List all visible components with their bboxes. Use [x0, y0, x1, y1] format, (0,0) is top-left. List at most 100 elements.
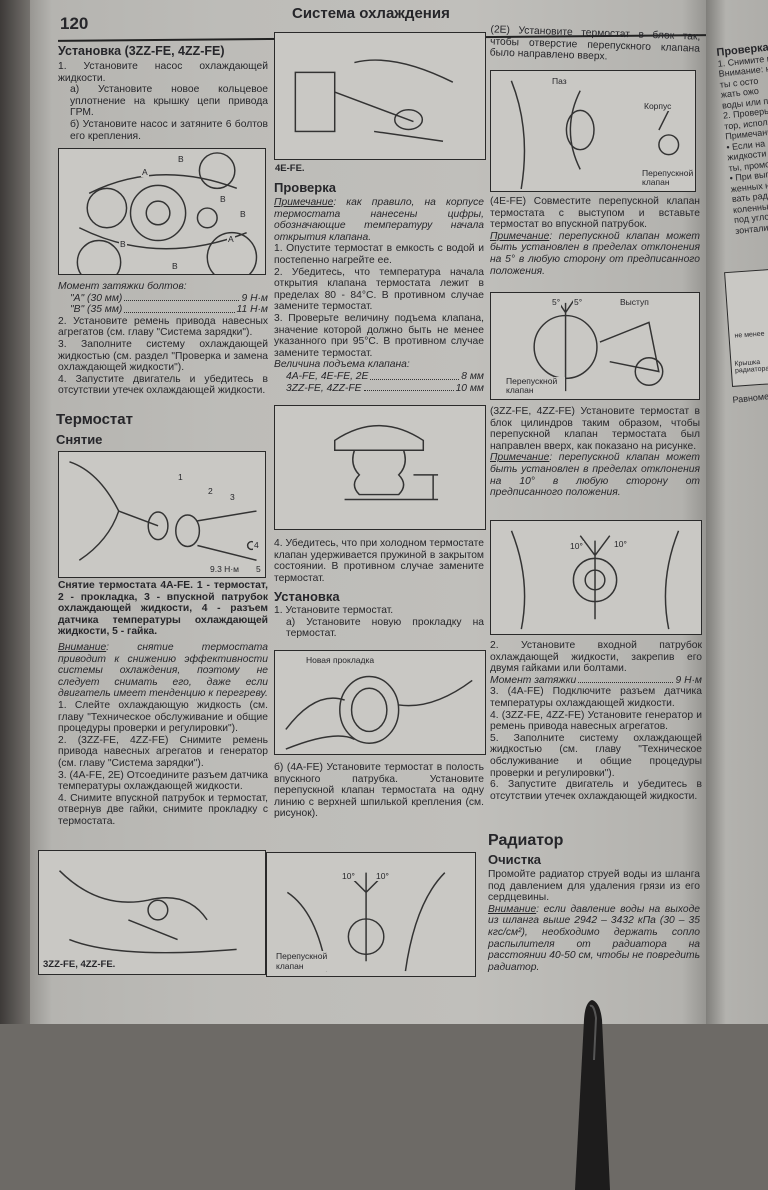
fig-label: 10° — [569, 541, 584, 551]
fig-label: A — [227, 234, 235, 244]
lift-label: 4A-FE, 4E-FE, 2E — [286, 370, 369, 382]
step: 3. Заполните систему охлаждающей жидкост… — [58, 338, 268, 374]
step4-text: 4. Убедитесь, что при холодном термостат… — [274, 538, 484, 584]
fig-label: 5° — [573, 297, 584, 307]
fig-label: A — [141, 167, 149, 177]
fig-label: 3ZZ-FE, 4ZZ-FE. — [42, 959, 117, 970]
bypass-valve-figure: 10° 10° Перепускной клапан — [266, 852, 476, 977]
figure-caption: Снятие термостата 4A-FE. 1 - термостат, … — [58, 580, 268, 638]
chapter-title: Система охлаждения — [292, 5, 450, 22]
warning-label: Внимание — [58, 641, 107, 653]
step: 4. (3ZZ-FE, 4ZZ-FE) Установите генератор… — [490, 709, 702, 733]
text-line: Равномерн — [732, 390, 768, 405]
2e-drawing — [510, 80, 680, 190]
lift-value: 8 мм — [461, 370, 484, 382]
thermostat-heading: Термостат — [56, 411, 133, 428]
fig-label: 9.3 Н·м — [209, 564, 240, 574]
fig-label: 4 — [253, 540, 260, 550]
fig-label: 10° — [375, 871, 390, 881]
install-steps: 1. Установите насос охлаждающей жидкости… — [58, 61, 268, 142]
torque-label: "B" (35 мм) — [70, 304, 123, 316]
step: а) Установите новую прокладку на термост… — [286, 616, 484, 640]
torque-row: "B" (35 мм) 11 Н·м — [58, 304, 268, 316]
check-heading: Проверка — [274, 180, 336, 195]
fig-label: 3 — [229, 492, 236, 502]
fig-label: B — [177, 154, 185, 164]
note-label: Примечание — [274, 197, 334, 208]
cleaning-text: Промойте радиатор струей воды из шланга … — [488, 869, 700, 973]
torque-label: Момент затяжки — [490, 674, 577, 686]
fig-label: Выступ — [619, 297, 650, 307]
warning-label: Внимание — [488, 903, 537, 915]
radiator-cap-figure: не менее Крышка радиатора — [724, 268, 768, 387]
step: 2. Установите ремень привода навесных аг… — [58, 315, 268, 339]
pump-bolts-figure: A B B B B A B — [58, 148, 266, 275]
inlet-pipe-drawing — [58, 870, 237, 954]
engine-drawing — [76, 152, 258, 274]
step: 2. Установите входной патрубок охлаждающ… — [490, 640, 702, 675]
lift-row: 4A-FE, 4E-FE, 2E 8 мм — [274, 371, 484, 383]
gasket-drawing — [285, 675, 473, 750]
step: (4E-FE) Совместите перепускной клапан те… — [490, 196, 700, 231]
step: 4. Запустите двигатель и убедитесь в отс… — [58, 373, 268, 397]
install-heading-2: Установка — [274, 589, 340, 604]
step: 3. (4A-FE, 2E) Отсоедините разъем датчик… — [58, 769, 268, 793]
2e-figure: Паз Корпус Перепускной клапан — [490, 70, 696, 192]
step-2e-text: (2E) Установите термостат в блок так, чт… — [489, 24, 701, 63]
valve-lift-figure — [274, 405, 486, 530]
4efe-figure: 5° 5° Выступ Перепускной клапан — [490, 292, 700, 400]
lift-label: 3ZZ-FE, 4ZZ-FE — [286, 382, 362, 394]
engine-figure-4efe — [274, 32, 486, 160]
fig-label: Корпус — [643, 101, 673, 111]
book-spine-edge — [0, 0, 30, 1024]
install-text: 1. Установите термостат. а) Установите н… — [274, 605, 484, 640]
removal-text: Снятие термостата 4A-FE. 1 - термостат, … — [58, 580, 268, 827]
cleaning-heading: Очистка — [488, 852, 541, 867]
fig-label: Перепускной клапан — [275, 951, 335, 971]
next-page-text: Проверка 1. Снимите кр Внимание: н ты с … — [716, 40, 768, 236]
fig-label: 2 — [207, 486, 214, 496]
lift-title: Величина подъема клапана: — [274, 359, 410, 371]
install-heading: Установка (3ZZ-FE, 4ZZ-FE) — [58, 44, 225, 58]
pen-pointer — [575, 1000, 610, 1190]
note-label: Примечание — [490, 452, 550, 464]
check-text: Примечание: как правило, на корпусе терм… — [274, 197, 484, 394]
cleaning-paragraph: Промойте радиатор струей воды из шланга … — [488, 869, 700, 904]
warning-text: : если давление воды на выходе из шланга… — [488, 903, 700, 973]
fig-label: B — [119, 239, 127, 249]
step: 2. Убедитесь, что температура начала отк… — [274, 266, 484, 313]
removal-heading: Снятие — [56, 432, 103, 447]
step: 3. (4A-FE) Подключите разъем датчика тем… — [490, 686, 702, 709]
note-text: : перепускной клапан может быть установл… — [490, 452, 700, 499]
step: 5. Заполните систему охлаждающей жидкост… — [490, 732, 702, 779]
thermostat-removal-figure: 1 2 3 4 5 9.3 Н·м — [58, 451, 266, 578]
step-b-text: б) (4A-FE) Установите термостат в полост… — [274, 762, 484, 820]
engine-drawing — [294, 59, 454, 143]
fig-label: 10° — [341, 871, 356, 881]
new-gasket-figure: Новая прокладка — [274, 650, 486, 755]
lift-value: 10 мм — [455, 382, 484, 394]
step: 1. Опустите термостат в емкость с водой … — [274, 243, 484, 266]
torque-label: "A" (30 мм) — [70, 292, 123, 304]
thermostat-exploded-drawing — [69, 461, 257, 561]
fig-label: Новая прокладка — [305, 655, 376, 665]
step: 3. Проверьте величину подъема клапана, з… — [274, 312, 484, 359]
4efe-text: (4E-FE) Совместите перепускной клапан те… — [490, 196, 700, 277]
torque-row: "A" (30 мм)9 Н·м — [58, 293, 268, 305]
step: 2. (3ZZ-FE, 4ZZ-FE) Снимите ремень приво… — [58, 734, 268, 769]
torque-value: 11 Н·м — [236, 304, 268, 316]
fig-label: 10° — [613, 539, 628, 549]
step: 1. Установите термостат. — [274, 605, 394, 616]
step: б) Установите насос и затяните 6 болтов … — [70, 118, 268, 142]
step: (3ZZ-FE, 4ZZ-FE) Установите термостат в … — [490, 406, 700, 452]
3zz-figure: 10° 10° — [490, 520, 702, 635]
torque-title: Момент затяжки болтов: — [58, 281, 187, 292]
warning-text: : снятие термостата приводит к снижению … — [58, 641, 268, 700]
thermostat-drawing — [333, 425, 439, 501]
fig-label: Паз — [551, 76, 568, 86]
fig-label: 4E-FE. — [275, 163, 305, 174]
fig-label: Перепускной клапан — [641, 168, 694, 187]
fig-label: B — [239, 209, 247, 219]
page-number: 120 — [60, 14, 89, 33]
